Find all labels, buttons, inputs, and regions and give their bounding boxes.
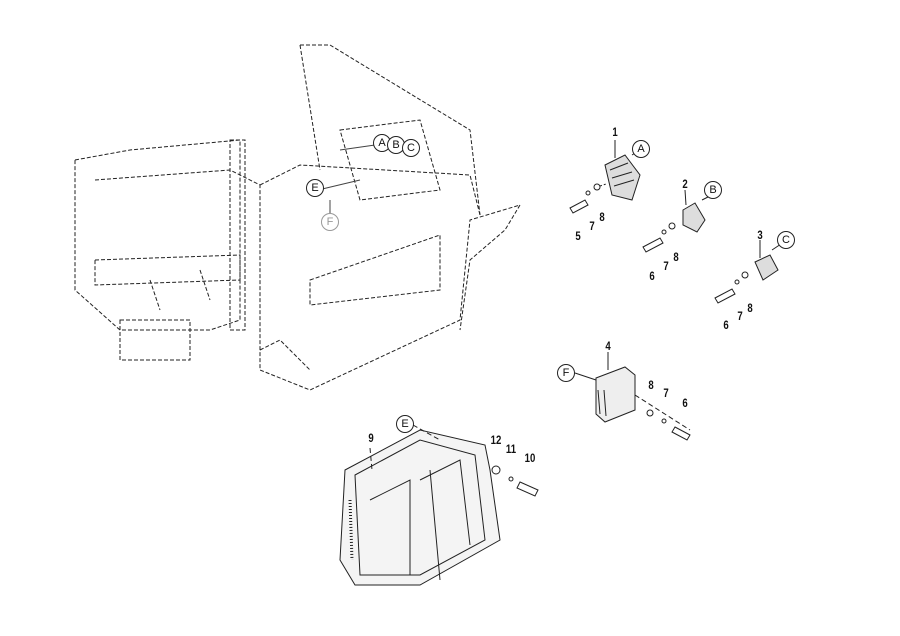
callout-1: 1	[612, 125, 618, 139]
callout-5: 5	[575, 229, 581, 243]
callout-8: 8	[599, 210, 605, 224]
frame-ref-c: C	[402, 139, 420, 157]
part-2-relay	[642, 189, 713, 253]
callout-11: 11	[505, 442, 517, 456]
frame-ref-f: F	[321, 213, 339, 231]
callout-8: 8	[673, 250, 679, 264]
callout-3: 3	[757, 228, 763, 242]
ref-a: A	[632, 140, 650, 158]
callout-6: 6	[723, 318, 729, 332]
callout-7: 7	[663, 259, 669, 273]
part-3-relay	[714, 240, 785, 304]
callout-6: 6	[682, 396, 688, 410]
ref-f: F	[557, 364, 575, 382]
ref-b: B	[704, 181, 722, 199]
machine-frame	[74, 44, 522, 391]
callout-6: 6	[649, 269, 655, 283]
frame-ref-a: A	[373, 134, 391, 152]
callout-4: 4	[605, 339, 611, 353]
ref-e: E	[396, 415, 414, 433]
callout-8: 8	[747, 301, 753, 315]
part-4-module	[574, 352, 691, 441]
frame-ref-e: E	[306, 179, 324, 197]
callout-7: 7	[737, 309, 743, 323]
callout-12: 12	[490, 433, 502, 447]
callout-7: 7	[663, 386, 669, 400]
part-1-relay	[569, 140, 641, 214]
callout-10: 10	[524, 451, 536, 465]
callout-8: 8	[648, 378, 654, 392]
callout-9: 9	[368, 431, 374, 445]
ref-c: C	[777, 231, 795, 249]
part-9-controller	[339, 424, 539, 586]
callout-2: 2	[682, 177, 688, 191]
callout-7: 7	[589, 219, 595, 233]
